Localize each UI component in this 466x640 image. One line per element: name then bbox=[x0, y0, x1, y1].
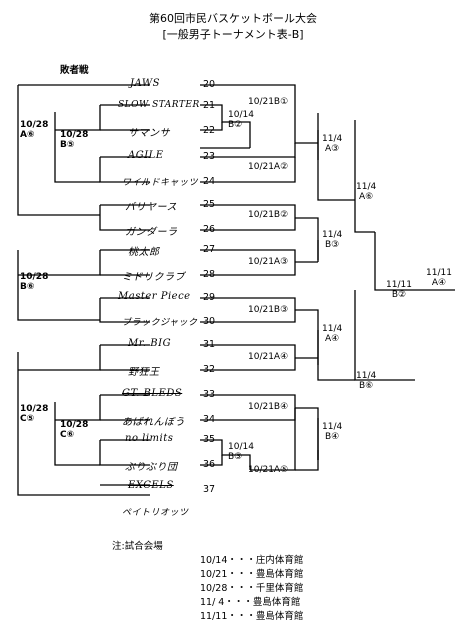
match-result: 11/4 B④ bbox=[322, 422, 343, 442]
consolation-result: 10/28 C⑤ bbox=[20, 404, 49, 424]
team-name: GT. BLEDS bbox=[122, 388, 183, 399]
match-result: 10/21B① bbox=[248, 97, 289, 107]
team-number: 27 bbox=[203, 244, 216, 255]
team-name: ワイルドキャッツ bbox=[122, 178, 199, 188]
team-name: AGILE bbox=[128, 150, 164, 161]
match-result: 11/11 B② bbox=[386, 280, 412, 300]
venue-note-title: 注:試合会場 bbox=[112, 541, 163, 552]
consolation-result: 10/28 B⑥ bbox=[20, 272, 49, 292]
match-result: 10/14 B③ bbox=[228, 442, 254, 462]
team-number: 28 bbox=[203, 269, 216, 280]
final-result: 11/11 A④ bbox=[426, 268, 452, 288]
team-number: 24 bbox=[203, 176, 216, 187]
match-result: 10/21B③ bbox=[248, 305, 289, 315]
team-number: 21 bbox=[203, 100, 216, 111]
venue-line: 10/21・・・豊島体育館 bbox=[200, 569, 304, 580]
consolation-result: 10/28 C⑥ bbox=[60, 420, 89, 440]
team-name: 野狂王 bbox=[128, 367, 160, 378]
tournament-title: 第60回市民バスケットボール大会 bbox=[149, 12, 317, 25]
team-number: 26 bbox=[203, 224, 216, 235]
team-name: ガンダーラ bbox=[125, 227, 178, 238]
team-name: あばれんぼう bbox=[122, 417, 185, 428]
consolation-result: 10/28 B⑤ bbox=[60, 130, 89, 150]
team-number: 36 bbox=[203, 459, 216, 470]
team-name: サマンサ bbox=[128, 128, 170, 139]
venue-line: 10/28・・・千里体育館 bbox=[200, 583, 304, 594]
team-number: 37 bbox=[203, 484, 216, 495]
team-name: JAWS bbox=[130, 78, 160, 89]
team-number: 20 bbox=[203, 79, 216, 90]
team-name: バリヤース bbox=[125, 202, 177, 213]
team-number: 22 bbox=[203, 125, 216, 136]
consolation-label: 敗者戦 bbox=[60, 65, 89, 76]
team-name: EXCELS bbox=[128, 480, 174, 491]
match-result: 11/4 A③ bbox=[322, 134, 343, 154]
bracket-subtitle: [一般男子トーナメント表-B] bbox=[162, 28, 304, 41]
team-number: 35 bbox=[203, 434, 216, 445]
match-result: 10/21B④ bbox=[248, 402, 289, 412]
team-number: 33 bbox=[203, 389, 216, 400]
team-number: 34 bbox=[203, 414, 216, 425]
team-name: Mr. BIG bbox=[128, 338, 172, 349]
match-result: 10/14 B② bbox=[228, 110, 254, 130]
team-number: 31 bbox=[203, 339, 216, 350]
team-number: 32 bbox=[203, 364, 216, 375]
team-number: 23 bbox=[203, 151, 216, 162]
team-number: 25 bbox=[203, 199, 216, 210]
consolation-result: 10/28 A⑥ bbox=[20, 120, 49, 140]
match-result: 11/4 B⑥ bbox=[356, 371, 377, 391]
team-name: ミドリクラブ bbox=[122, 272, 185, 283]
team-name: no limits bbox=[125, 433, 174, 444]
venue-line: 11/11・・・豊島体育館 bbox=[200, 611, 304, 622]
team-name: 桃太郎 bbox=[128, 247, 160, 258]
match-result: 10/21A④ bbox=[248, 352, 289, 362]
match-result: 11/4 A⑥ bbox=[356, 182, 377, 202]
team-name: ブラックジャック bbox=[122, 318, 198, 328]
venue-line: 11/ 4・・・豊島体育館 bbox=[200, 597, 301, 608]
team-name: ペイトリオッツ bbox=[122, 508, 189, 518]
match-result: 11/4 A④ bbox=[322, 324, 343, 344]
team-number: 30 bbox=[203, 316, 216, 327]
team-name: ぶりぶり団 bbox=[125, 462, 178, 473]
match-result: 10/21A⑤ bbox=[248, 465, 289, 475]
match-result: 11/4 B③ bbox=[322, 230, 343, 250]
team-name: Master Piece bbox=[118, 291, 191, 302]
team-number: 29 bbox=[203, 292, 216, 303]
team-name: SLOW STARTER bbox=[118, 100, 200, 110]
venue-line: 10/14・・・庄内体育館 bbox=[200, 555, 304, 566]
match-result: 10/21A② bbox=[248, 162, 289, 172]
match-result: 10/21B② bbox=[248, 210, 289, 220]
match-result: 10/21A③ bbox=[248, 257, 289, 267]
